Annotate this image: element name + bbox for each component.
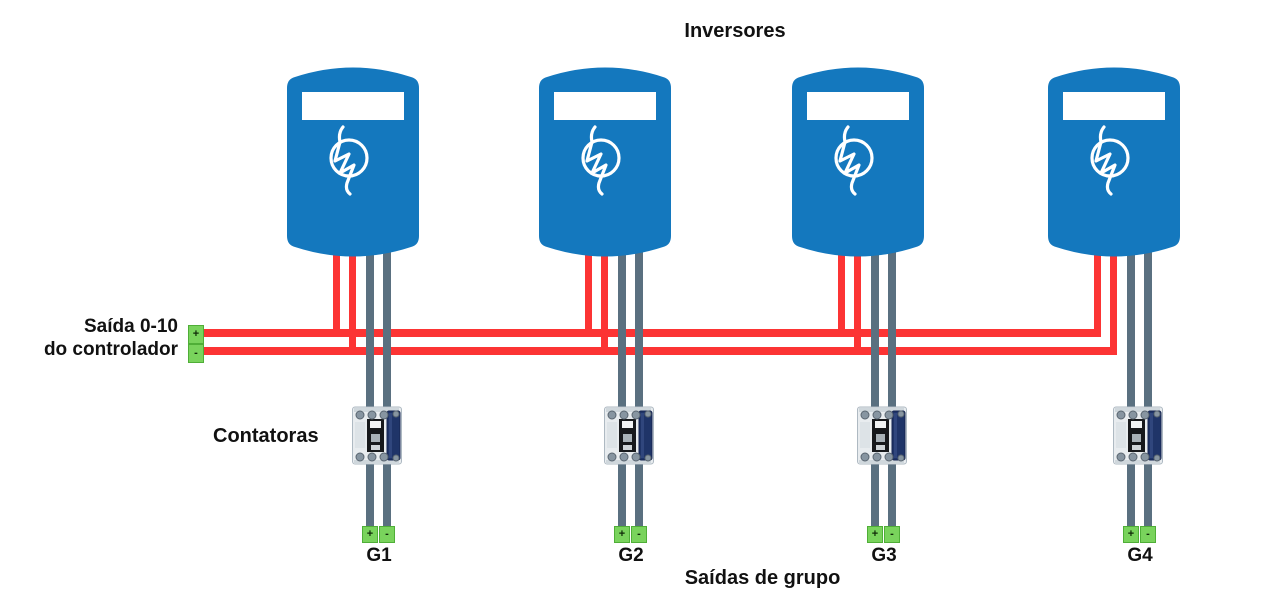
- plus-wire: [1094, 250, 1101, 337]
- group-plus-terminal: +: [614, 526, 630, 543]
- output-wire-plus: [1127, 250, 1135, 526]
- lightning-bolt-icon: [329, 125, 369, 196]
- controller-plus-terminal: +: [188, 325, 204, 344]
- controller-output-label: Saída 0-10 do controlador: [10, 315, 178, 361]
- inverter-display: [302, 92, 404, 120]
- inverter-display: [554, 92, 656, 120]
- contactors-label: Contatoras: [213, 425, 319, 447]
- group-label: G2: [618, 545, 644, 566]
- inverter-group-4: + - G4: [1046, 0, 1216, 615]
- controller-minus-terminal: -: [188, 344, 204, 363]
- minus-wire: [349, 250, 356, 355]
- inverter-group-2: + - G2: [537, 0, 707, 615]
- controller-output-label-line2: do controlador: [43, 339, 178, 360]
- group-minus-terminal: -: [884, 526, 900, 543]
- minus-wire: [601, 250, 608, 355]
- lightning-bolt-icon: [581, 125, 621, 196]
- group-plus-terminal: +: [867, 526, 883, 543]
- inverter-group-1: + - G1: [285, 0, 455, 615]
- contactor-icon: [1113, 406, 1163, 465]
- group-minus-terminal: -: [631, 526, 647, 543]
- inverter-icon: [1048, 67, 1180, 257]
- group-label: G4: [1127, 545, 1153, 566]
- group-plus-terminal: +: [362, 526, 378, 543]
- plus-wire: [838, 250, 845, 337]
- group-minus-terminal: -: [1140, 526, 1156, 543]
- group-outputs-label: Saídas de grupo: [684, 567, 841, 589]
- minus-bus-wire: [203, 347, 1117, 355]
- inverter-display: [1063, 92, 1165, 120]
- lightning-bolt-icon: [834, 125, 874, 196]
- minus-wire: [1110, 250, 1117, 355]
- group-label: G1: [366, 545, 392, 566]
- output-wire-plus: [871, 250, 879, 526]
- group-label: G3: [871, 545, 897, 566]
- contactor-icon: [352, 406, 402, 465]
- plus-wire: [333, 250, 340, 337]
- contactor-icon: [604, 406, 654, 465]
- group-minus-terminal: -: [379, 526, 395, 543]
- output-wire-minus: [1144, 250, 1152, 526]
- controller-output-label-line1: Saída 0-10: [84, 316, 178, 337]
- group-plus-terminal: +: [1123, 526, 1139, 543]
- output-wire-minus: [635, 250, 643, 526]
- output-wire-plus: [366, 250, 374, 526]
- output-wire-minus: [888, 250, 896, 526]
- plus-bus-wire: [203, 329, 1101, 337]
- minus-wire: [854, 250, 861, 355]
- plus-wire: [585, 250, 592, 337]
- inverter-icon: [287, 67, 419, 257]
- inverter-group-3: + - G3: [790, 0, 960, 615]
- inverters-title: Inversores: [684, 20, 786, 42]
- contactor-icon: [857, 406, 907, 465]
- output-wire-plus: [618, 250, 626, 526]
- inverter-icon: [539, 67, 671, 257]
- inverter-display: [807, 92, 909, 120]
- inverter-icon: [792, 67, 924, 257]
- lightning-bolt-icon: [1090, 125, 1130, 196]
- output-wire-minus: [383, 250, 391, 526]
